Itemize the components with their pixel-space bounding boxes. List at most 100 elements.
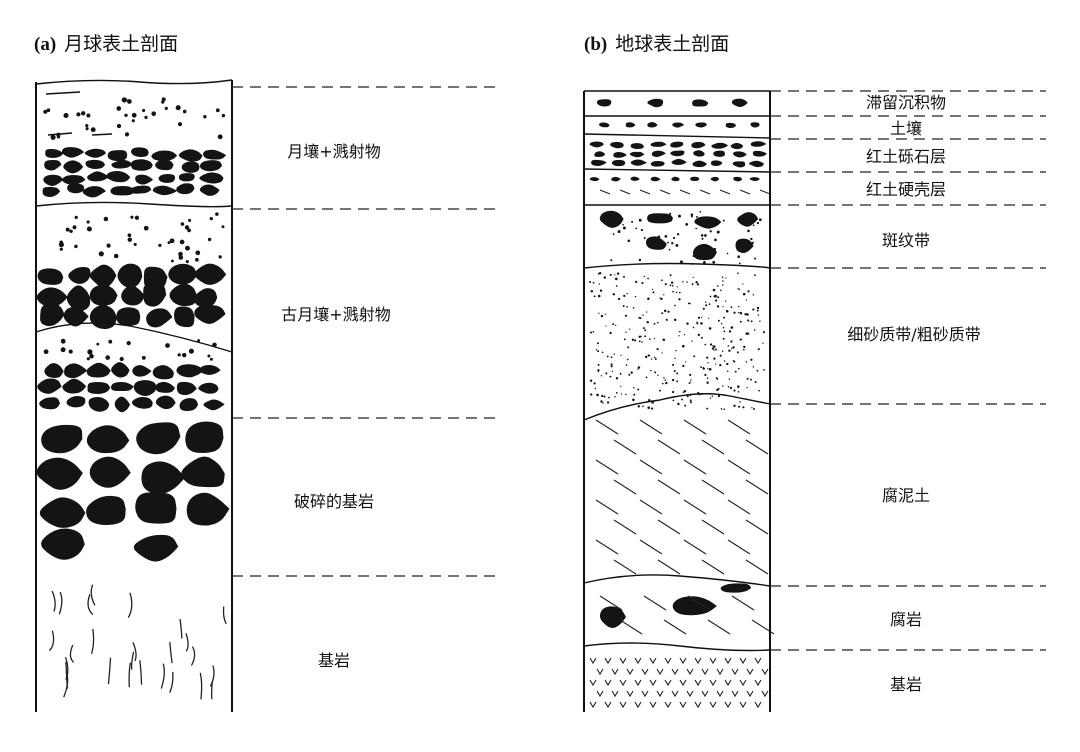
saprock-hatch bbox=[643, 595, 667, 611]
sand-grain bbox=[708, 327, 712, 330]
particle-dot bbox=[59, 247, 63, 251]
rock-fragment bbox=[61, 175, 86, 186]
bedrock-v bbox=[649, 701, 657, 709]
particle-dot bbox=[221, 113, 226, 118]
particle-dot bbox=[121, 97, 127, 103]
rock-fragment bbox=[178, 149, 203, 162]
mottle-speck bbox=[631, 220, 634, 223]
sand-grain bbox=[679, 330, 681, 333]
sand-grain bbox=[625, 364, 628, 366]
gravel-pebble bbox=[629, 151, 645, 158]
soil-pebble bbox=[750, 122, 760, 128]
sand-grain bbox=[589, 280, 592, 284]
saprock-hatch bbox=[663, 619, 687, 635]
sand-grain bbox=[628, 373, 631, 376]
sand-grain bbox=[602, 402, 604, 404]
sand-grain bbox=[737, 272, 739, 275]
sand-grain bbox=[601, 351, 604, 354]
earth-layer-label-bedrock: 基岩 bbox=[890, 675, 922, 694]
rock-fragment bbox=[43, 174, 64, 187]
gravel-pebble bbox=[733, 151, 747, 158]
sand-grain bbox=[626, 292, 628, 295]
sand-grain bbox=[692, 326, 695, 329]
rock-fragment bbox=[111, 382, 134, 392]
sand-grain bbox=[609, 375, 611, 378]
sand-grain bbox=[706, 356, 709, 359]
sand-grain bbox=[762, 342, 764, 344]
sand-grain bbox=[723, 408, 726, 411]
rock-fragment bbox=[111, 362, 130, 378]
mottle-speck bbox=[685, 223, 689, 226]
gravel-pebble bbox=[692, 160, 707, 168]
bedrock-v bbox=[754, 679, 762, 687]
particle-dot bbox=[151, 111, 157, 117]
bedrock-v bbox=[656, 690, 664, 698]
mottle-speck bbox=[667, 241, 669, 244]
saprock-hatch bbox=[599, 595, 623, 611]
sand-grain bbox=[617, 297, 621, 301]
sand-grain bbox=[678, 291, 681, 294]
sand-grain bbox=[704, 343, 707, 346]
bedrock-block bbox=[141, 461, 185, 495]
sand-grain bbox=[756, 309, 759, 312]
sand-grain bbox=[691, 283, 694, 286]
rock-fragment bbox=[106, 171, 131, 183]
sand-grain bbox=[738, 288, 741, 290]
gravel-pebble bbox=[591, 159, 607, 167]
mottle-speck bbox=[697, 222, 701, 225]
rock-fragment bbox=[169, 283, 197, 307]
mottle-speck bbox=[638, 258, 642, 262]
mottle bbox=[647, 213, 673, 224]
particle-dot bbox=[209, 216, 213, 221]
sand-grain bbox=[722, 326, 725, 329]
bedrock-v bbox=[709, 701, 717, 709]
earth-layer-label-laterite-crust: 红土硬壳层 bbox=[866, 180, 946, 199]
particle-dot bbox=[185, 260, 189, 264]
mottle-speck bbox=[709, 230, 712, 233]
sand-grain bbox=[598, 312, 600, 314]
sand-grain bbox=[637, 368, 639, 370]
sand-grain bbox=[706, 381, 709, 384]
bedrock-crack bbox=[58, 591, 63, 615]
mottle-speck bbox=[622, 226, 626, 230]
bedrock-v bbox=[746, 668, 754, 676]
particle-dot bbox=[130, 215, 134, 219]
rock-fragment bbox=[203, 399, 225, 411]
sand-grain bbox=[659, 389, 661, 392]
particle-dot bbox=[165, 343, 170, 348]
particle-dot bbox=[85, 124, 89, 128]
sand-grain bbox=[744, 313, 747, 316]
rock-fragment bbox=[40, 302, 65, 327]
bedrock-v bbox=[596, 690, 604, 698]
particle-dot bbox=[143, 225, 149, 231]
sand-grain bbox=[620, 354, 622, 356]
sand-grain bbox=[682, 344, 685, 348]
moon-top-surface bbox=[35, 79, 233, 85]
gravel-pebble bbox=[748, 160, 764, 168]
sand-grain bbox=[623, 338, 626, 341]
sand-grain bbox=[720, 289, 722, 292]
sand-grain bbox=[616, 272, 620, 275]
sand-grain bbox=[631, 338, 635, 341]
particle-dot bbox=[169, 238, 175, 244]
rock-fragment bbox=[107, 150, 128, 162]
saprolite-hatch bbox=[639, 499, 663, 515]
bedrock-block bbox=[133, 534, 179, 562]
soil-pebble bbox=[695, 122, 707, 128]
sand-grain bbox=[706, 407, 709, 410]
sand-grain bbox=[704, 373, 707, 377]
mottle-speck bbox=[675, 243, 679, 247]
particle-dot bbox=[203, 115, 207, 119]
sand-grain bbox=[745, 299, 747, 301]
bedrock-crack bbox=[87, 594, 94, 615]
particle-dot bbox=[221, 225, 225, 229]
mottle-speck bbox=[737, 255, 740, 258]
particle-dot bbox=[178, 255, 184, 260]
rock-fragment bbox=[67, 183, 85, 194]
rock-fragment bbox=[68, 266, 91, 284]
bedrock-v bbox=[664, 679, 672, 687]
panel-a-title-text: 月球表土剖面 bbox=[64, 33, 178, 55]
particle-dot bbox=[108, 339, 113, 344]
bedrock-block bbox=[89, 456, 131, 488]
sand-grain bbox=[709, 295, 712, 298]
